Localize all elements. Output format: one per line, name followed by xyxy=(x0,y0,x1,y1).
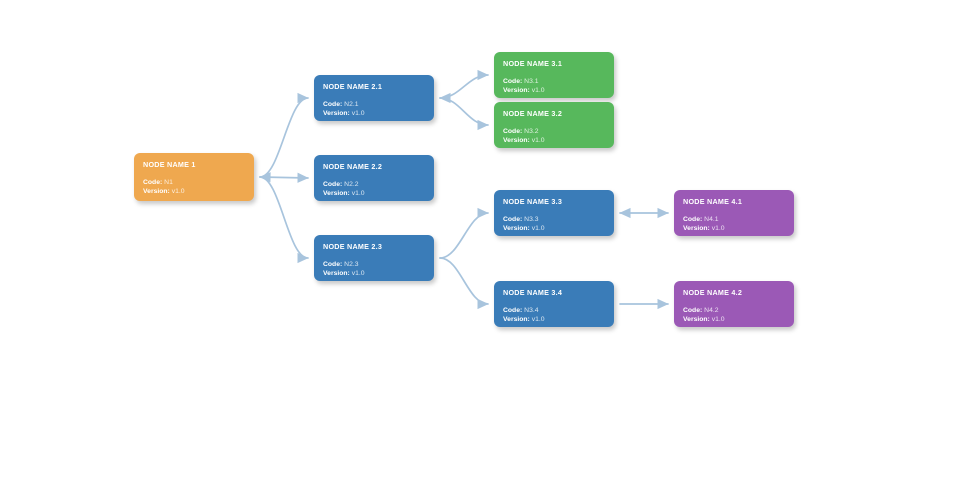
edge-n1-to-n2_3 xyxy=(259,176,309,264)
node-title: NODE NAME 3.3 xyxy=(503,197,563,206)
node-code-value: N3.4 xyxy=(524,307,539,314)
node-title: NODE NAME 3.4 xyxy=(503,288,563,297)
node-code-value: N2.3 xyxy=(344,261,359,268)
node-code-row: Code: N2.2 xyxy=(323,180,425,189)
node-version-row: Version: v1.0 xyxy=(503,86,605,95)
node-version-row: Version: v1.0 xyxy=(323,109,425,118)
node-code-value: N2.2 xyxy=(344,181,359,188)
node-version-label: Version: xyxy=(503,87,530,95)
node-code-label: Code: xyxy=(323,181,343,188)
node-version-row: Version: v1.0 xyxy=(683,315,785,324)
node-title: NODE NAME 2.1 xyxy=(323,82,383,91)
node-code-label: Code: xyxy=(503,216,523,223)
node-code-row: Code: N1 xyxy=(143,178,245,187)
node-version-value: v1.0 xyxy=(531,316,545,324)
node-code-value: N3.2 xyxy=(524,128,539,135)
node-code-row: Code: N4.1 xyxy=(683,215,785,224)
node-version-row: Version: v1.0 xyxy=(323,269,425,278)
node-version-value: v1.0 xyxy=(531,225,545,233)
node-version-label: Version: xyxy=(323,190,350,198)
node-title: NODE NAME 3.1 xyxy=(503,59,563,68)
node-code-label: Code: xyxy=(323,101,343,108)
node-version-row: Version: v1.0 xyxy=(323,189,425,198)
edge-n2_3-to-n3_3 xyxy=(439,207,489,259)
node-code-label: Code: xyxy=(503,128,523,135)
node-version-value: v1.0 xyxy=(531,87,545,95)
node-version-label: Version: xyxy=(503,316,530,324)
node-code-row: Code: N4.2 xyxy=(683,306,785,315)
node-version-value: v1.0 xyxy=(711,316,725,324)
node-title: NODE NAME 4.1 xyxy=(683,197,743,206)
node-title: NODE NAME 1 xyxy=(143,160,196,169)
node-code-value: N1 xyxy=(164,179,173,186)
node-version-value: v1.0 xyxy=(351,110,365,118)
node-code-row: Code: N2.3 xyxy=(323,260,425,269)
edge-n2_1-to-n3_1 xyxy=(439,69,489,99)
node-version-label: Version: xyxy=(323,110,350,118)
node-code-value: N4.1 xyxy=(704,216,719,223)
node-code-label: Code: xyxy=(323,261,343,268)
node-version-row: Version: v1.0 xyxy=(503,224,605,233)
node-code-label: Code: xyxy=(683,216,703,223)
node-code-label: Code: xyxy=(503,307,523,314)
node-version-label: Version: xyxy=(503,137,530,145)
node-code-value: N3.1 xyxy=(524,78,539,85)
edge-n1-to-n2_2 xyxy=(259,172,309,183)
node-code-row: Code: N3.3 xyxy=(503,215,605,224)
node-version-value: v1.0 xyxy=(531,137,545,145)
node-version-value: v1.0 xyxy=(351,270,365,278)
node-version-value: v1.0 xyxy=(171,188,185,196)
node-version-label: Version: xyxy=(683,225,710,233)
node-code-label: Code: xyxy=(503,78,523,85)
node-version-row: Version: v1.0 xyxy=(683,224,785,233)
node-code-label: Code: xyxy=(683,307,703,314)
node-version-label: Version: xyxy=(683,316,710,324)
node-code-value: N2.1 xyxy=(344,101,359,108)
node-title: NODE NAME 4.2 xyxy=(683,288,743,297)
node-version-label: Version: xyxy=(323,270,350,278)
edge-n1-to-n2_1 xyxy=(259,92,309,178)
node-code-label: Code: xyxy=(143,179,163,186)
node-title: NODE NAME 2.3 xyxy=(323,242,383,251)
node-version-value: v1.0 xyxy=(351,190,365,198)
node-version-label: Version: xyxy=(503,225,530,233)
node-title: NODE NAME 3.2 xyxy=(503,109,563,118)
node-title: NODE NAME 2.2 xyxy=(323,162,383,171)
node-code-row: Code: N3.1 xyxy=(503,77,605,86)
node-code-value: N4.2 xyxy=(704,307,719,314)
node-code-value: N3.3 xyxy=(524,216,539,223)
node-version-row: Version: v1.0 xyxy=(503,136,605,145)
edge-n2_3-to-n3_4 xyxy=(439,257,489,310)
node-code-row: Code: N3.4 xyxy=(503,306,605,315)
node-version-row: Version: v1.0 xyxy=(143,187,245,196)
node-version-row: Version: v1.0 xyxy=(503,315,605,324)
node-code-row: Code: N2.1 xyxy=(323,100,425,109)
node-version-value: v1.0 xyxy=(711,225,725,233)
edge-n2_1-to-n3_2 xyxy=(439,92,489,131)
node-code-row: Code: N3.2 xyxy=(503,127,605,136)
node-version-label: Version: xyxy=(143,188,170,196)
